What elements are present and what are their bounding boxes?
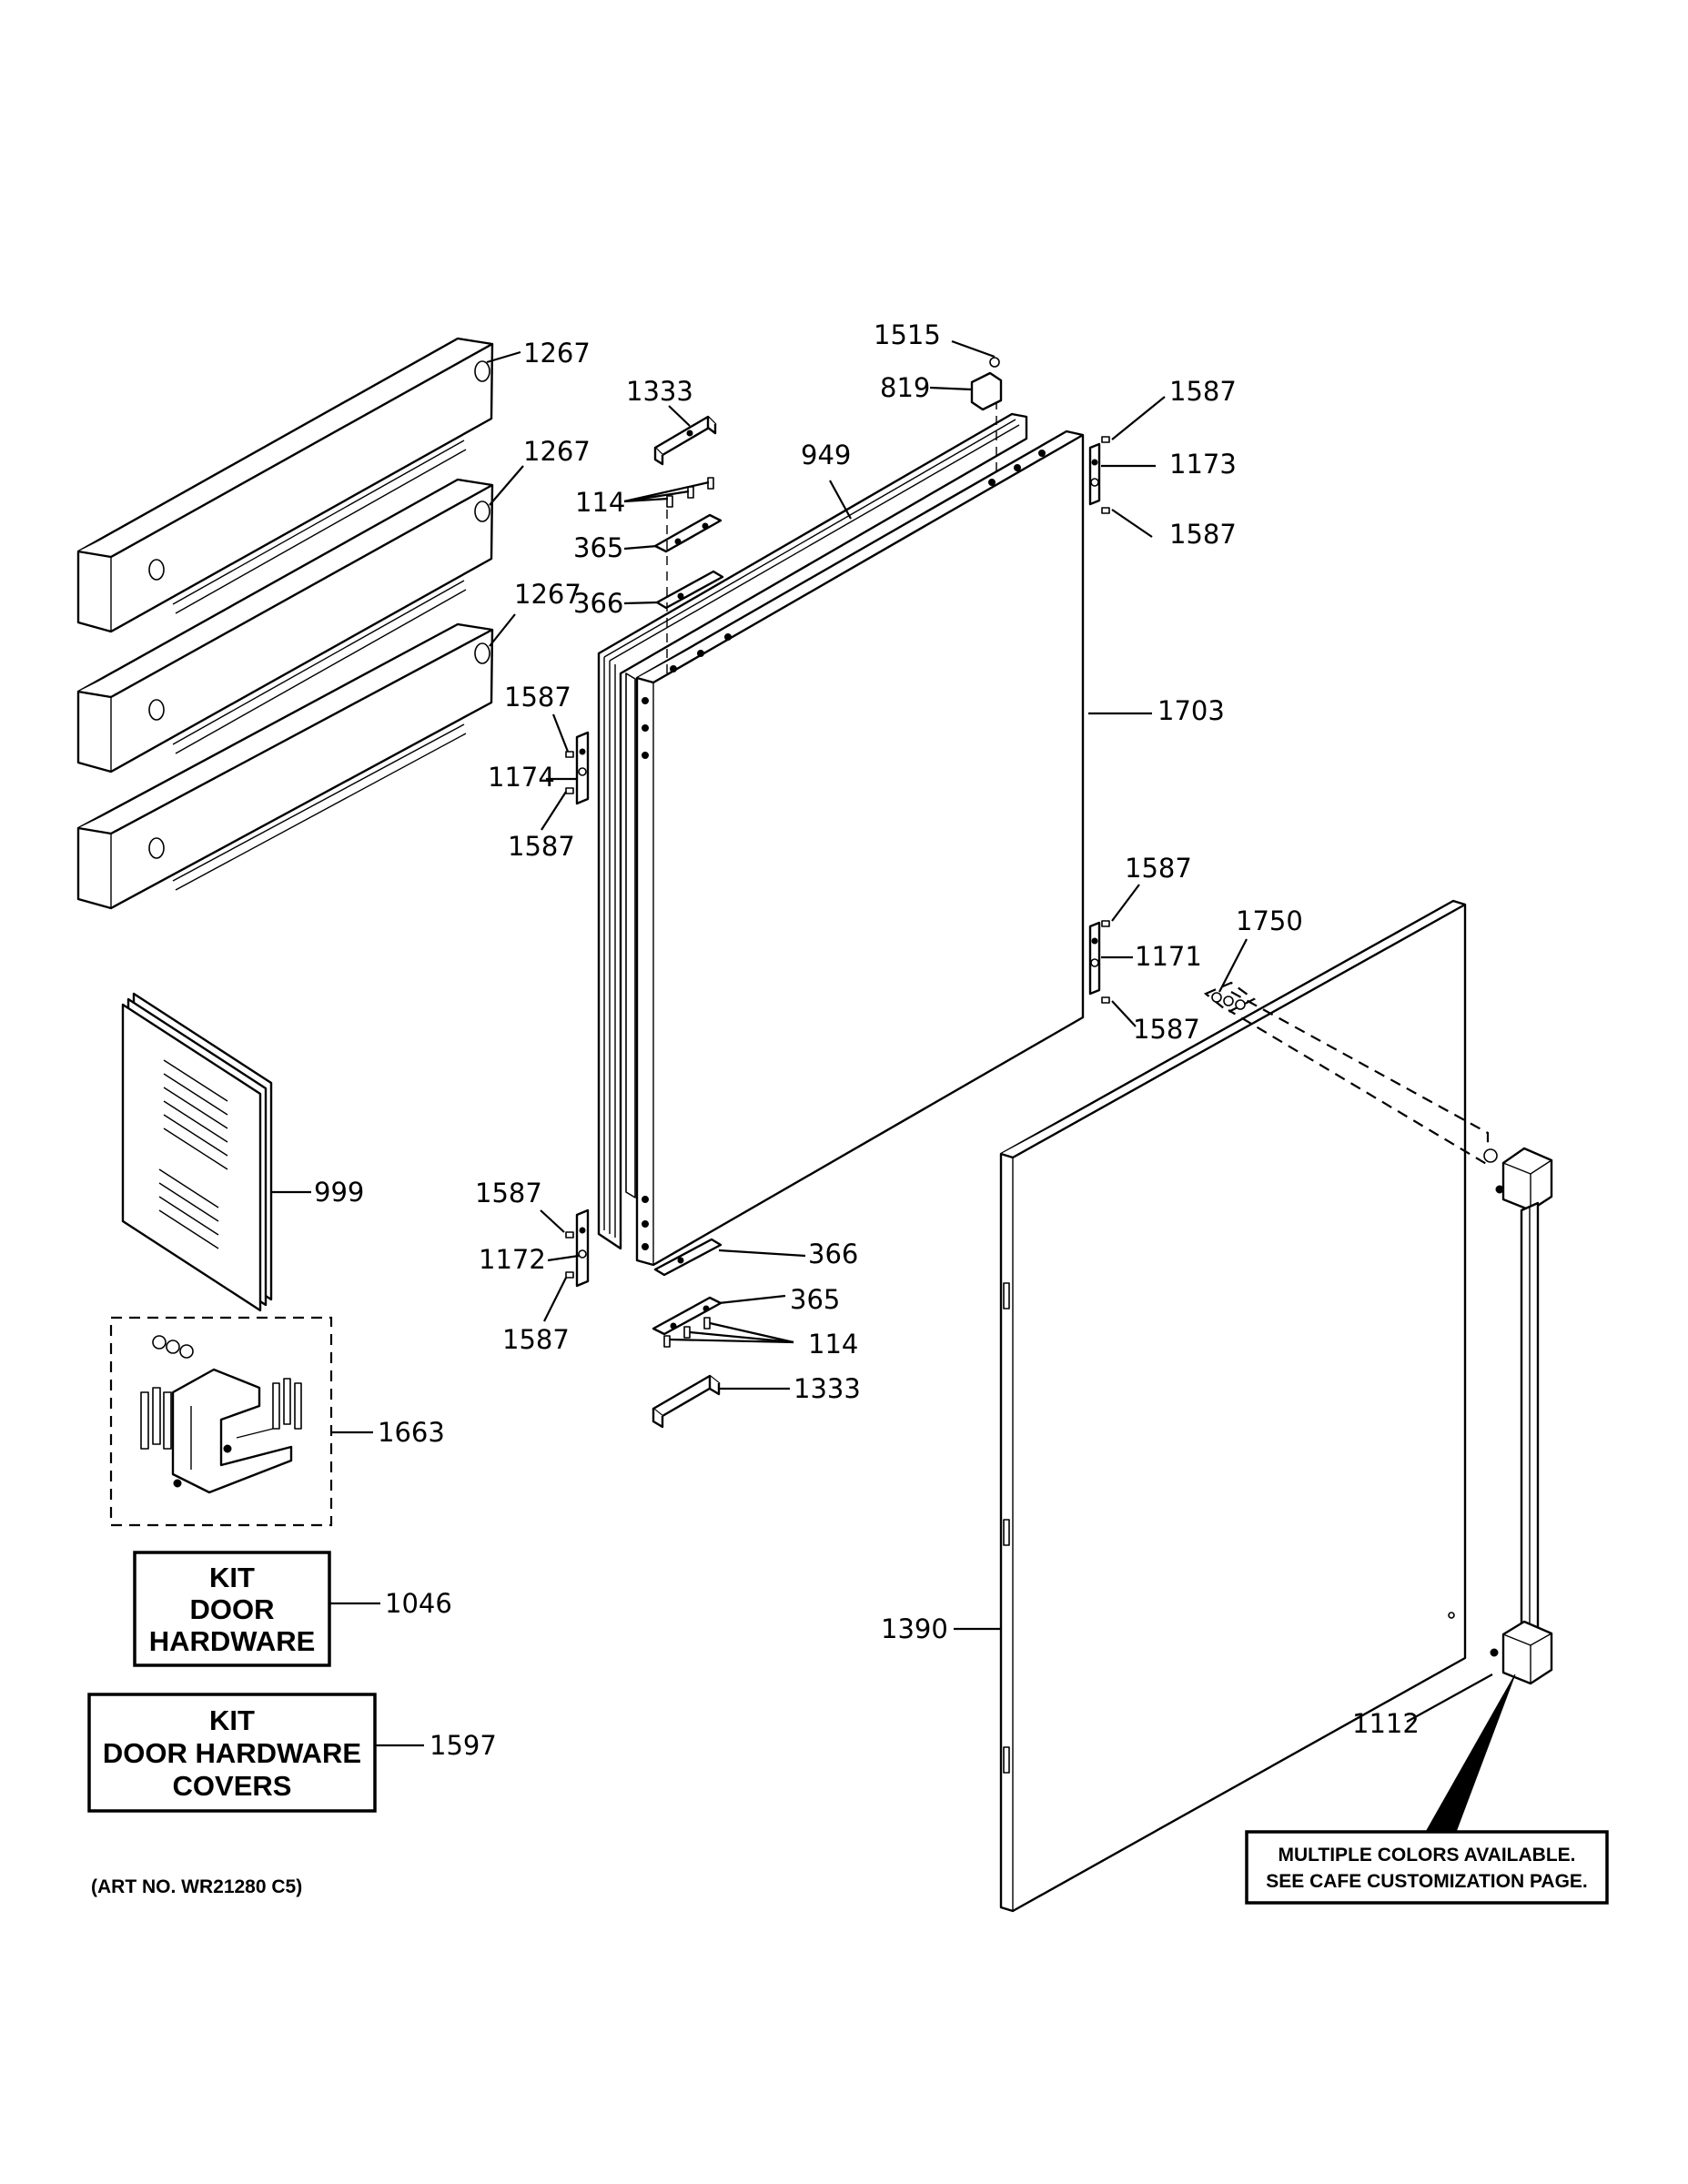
callout-366-top: 366 [573, 588, 623, 619]
callout-365-bottom: 365 [790, 1284, 840, 1315]
note-line-1: MULTIPLE COLORS AVAILABLE. [1278, 1845, 1575, 1866]
callout-1587-3: 1587 [504, 682, 571, 713]
bracket-1172 [575, 1208, 590, 1288]
bracket-1173 [1088, 442, 1101, 506]
kit-covers-line-1: KIT [209, 1704, 255, 1736]
kit-box-line-1: KIT [209, 1562, 255, 1593]
kit-box-line-3: HARDWARE [149, 1625, 316, 1657]
inner-door-panel-1703 [635, 430, 1085, 1267]
callout-1046: 1046 [385, 1588, 452, 1619]
art-number: (ART NO. WR21280 C5) [91, 1876, 302, 1897]
kit-covers-line-3: COVERS [173, 1770, 292, 1802]
note-line-2: SEE CAFE CUSTOMIZATION PAGE. [1266, 1871, 1588, 1892]
callout-1267-lower: 1267 [514, 579, 581, 610]
callout-1112: 1112 [1352, 1708, 1420, 1739]
mounting-kit-1663 [109, 1316, 333, 1527]
callout-366-bottom: 366 [808, 1239, 858, 1269]
door-stop-819 [970, 357, 1003, 411]
door-handle-1112 [1490, 1147, 1553, 1685]
callout-1663: 1663 [378, 1417, 445, 1448]
door-bin-middle [76, 478, 494, 774]
leader-lines [271, 339, 1493, 1747]
screws-1587 [565, 436, 1110, 1279]
hinge-top-365 [653, 513, 723, 553]
callout-1587-5: 1587 [1125, 853, 1192, 884]
hinge-bottom-screws-114 [663, 1317, 711, 1348]
callout-1587-1: 1587 [1169, 376, 1237, 407]
door-bin-lower [76, 622, 494, 910]
door-bin-upper [76, 337, 494, 633]
callout-1267-middle: 1267 [523, 436, 591, 467]
callout-1597: 1597 [430, 1730, 497, 1761]
callout-949: 949 [801, 440, 851, 470]
callout-365-top: 365 [573, 532, 623, 563]
callout-1267-upper: 1267 [523, 338, 591, 369]
kit-covers-line-2: DOOR HARDWARE [103, 1737, 361, 1769]
hinge-bottom-366 [653, 1238, 723, 1277]
callout-1587-2: 1587 [1169, 519, 1237, 550]
hinge-top-366 [655, 570, 724, 610]
callout-1172: 1172 [479, 1244, 546, 1275]
callout-819: 819 [880, 372, 930, 403]
callout-1390: 1390 [881, 1613, 948, 1644]
callout-1750: 1750 [1236, 905, 1303, 936]
callout-114-bottom: 114 [808, 1329, 858, 1360]
bracket-1171 [1088, 921, 1101, 996]
callout-1587-8: 1587 [502, 1324, 570, 1355]
callout-1174: 1174 [488, 762, 555, 793]
callout-114-top: 114 [575, 487, 625, 518]
kit-door-hardware-box: KIT DOOR HARDWARE [133, 1551, 331, 1667]
callout-1333-top: 1333 [626, 376, 693, 407]
callout-1173: 1173 [1169, 449, 1237, 480]
bracket-1174 [575, 731, 590, 805]
callout-1171: 1171 [1135, 941, 1202, 972]
kit-box-line-2: DOOR [190, 1593, 275, 1625]
callout-1515: 1515 [874, 319, 941, 350]
callout-1587-6: 1587 [1133, 1014, 1200, 1045]
note-pointer [1425, 1673, 1516, 1833]
callout-1587-7: 1587 [475, 1178, 542, 1208]
customization-note-box: MULTIPLE COLORS AVAILABLE. SEE CAFE CUST… [1245, 1830, 1609, 1905]
callout-1703: 1703 [1157, 695, 1225, 726]
owners-manual [121, 992, 273, 1312]
door-gasket-949 [597, 412, 1028, 1250]
callout-999: 999 [314, 1177, 364, 1208]
hinge-top-1333 [653, 415, 717, 466]
hinge-bottom-1333 [652, 1374, 721, 1429]
kit-door-hardware-covers-box: KIT DOOR HARDWARE COVERS [87, 1693, 377, 1813]
callout-1333-bottom: 1333 [793, 1373, 861, 1404]
door-panel-1390 [999, 899, 1467, 1913]
callout-1587-4: 1587 [508, 831, 575, 862]
